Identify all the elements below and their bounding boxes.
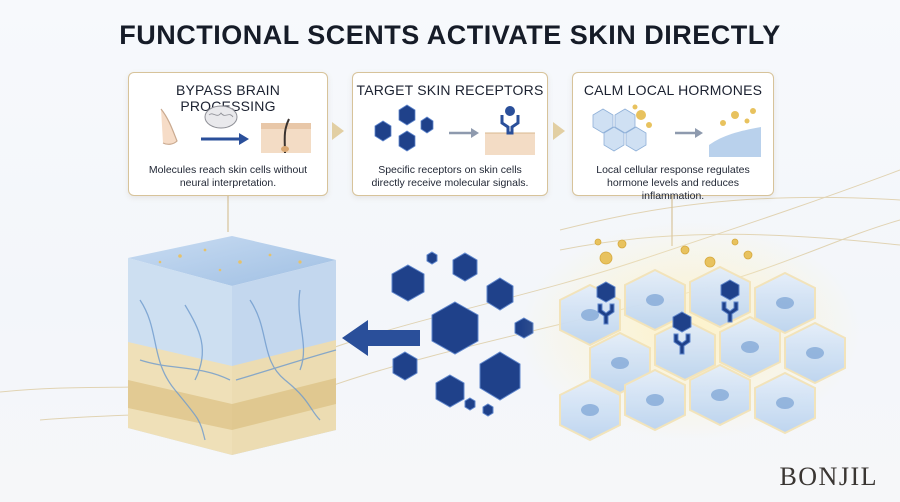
cell-cluster-icon [592,108,647,152]
molecule-icon [374,104,434,152]
step-title: CALM LOCAL HORMONES [583,82,763,98]
step-title: BYPASS BRAIN PROCESSING [175,82,281,114]
hormone-bubbles [632,104,652,128]
receptor-icon [485,106,535,155]
chevron-right-icon [332,122,344,140]
page-title: FUNCTIONAL SCENTS ACTIVATE SKIN DIRECTLY [119,20,781,50]
nose-brain-skin-illustration [160,105,311,154]
arrow-right-icon [201,133,249,145]
step-description: Molecules reach skin cells without neura… [148,164,308,189]
arrow-right-icon [675,128,703,138]
step-description: Specific receptors on skin cells directl… [371,164,529,189]
molecule-cluster [391,251,534,417]
skin-block-illustration [128,236,337,455]
calm-wave-icon [709,108,761,157]
arrow-right-icon [449,128,479,138]
cells-hormones-illustration [592,104,761,157]
brain-icon [204,105,238,129]
step-description: Local cellular response regulates hormon… [596,164,750,202]
skin-layer-icon [261,118,311,154]
step-card-bypass-brain: BYPASS BRAIN PROCESSING Molecules reach … [128,72,328,196]
brand-logo: BONJIL [779,462,878,491]
step-title: TARGET SKIN RECEPTORS [356,82,544,98]
molecule-receptor-illustration [374,104,535,155]
skin-cell-field [520,220,860,442]
chevron-right-icon [553,122,565,140]
arrow-into-skin [342,320,420,356]
step-card-target-receptors: TARGET SKIN RECEPTORS Specific receptors… [352,72,548,196]
step-card-calm-hormones: CALM LOCAL HORMONES Local cellular respo… [572,72,774,202]
